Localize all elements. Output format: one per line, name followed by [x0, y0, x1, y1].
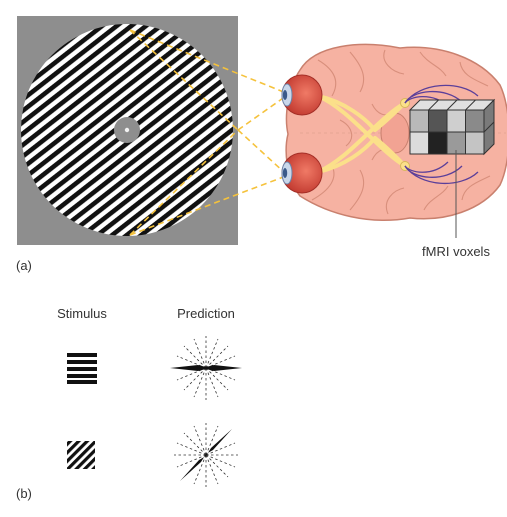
panel-a: fMRI voxels (a) — [16, 16, 507, 273]
panel-b-label: (b) — [16, 486, 32, 501]
visual-field-projection-lines — [129, 29, 287, 236]
prediction-peak-oblique — [180, 429, 232, 481]
stimulus-heading: Stimulus — [57, 306, 107, 321]
prediction-heading: Prediction — [177, 306, 235, 321]
prediction-rays — [174, 423, 238, 487]
prediction-horizontal — [170, 336, 242, 400]
fmri-voxels-label: fMRI voxels — [422, 244, 490, 259]
horizontal-grating-stimulus — [67, 353, 97, 384]
eye-lower — [281, 152, 323, 194]
fixation-dot — [124, 127, 130, 133]
grating-stimulus — [17, 16, 238, 245]
panel-a-label: (a) — [16, 258, 32, 273]
prediction-oblique — [174, 423, 238, 487]
panel-b: Stimulus Prediction — [16, 306, 242, 501]
prediction-peak-horizontal — [170, 365, 242, 371]
optic-radiations — [404, 84, 479, 184]
brain — [281, 43, 507, 221]
oblique-grating-stimulus — [67, 441, 95, 469]
fmri-voxel-grid — [408, 98, 496, 156]
eye-upper — [281, 74, 323, 116]
